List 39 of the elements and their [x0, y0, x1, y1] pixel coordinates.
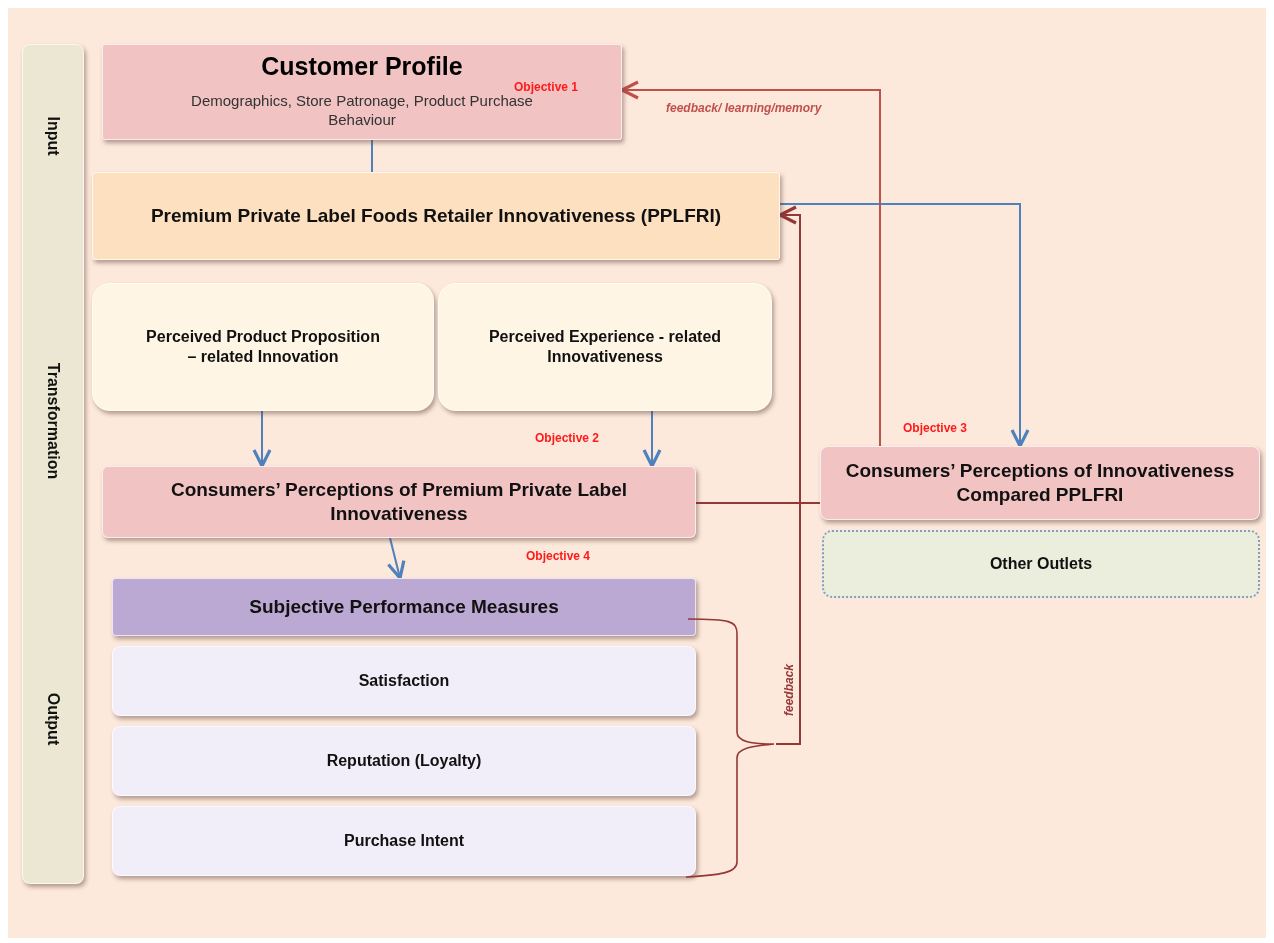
connector-arrow — [775, 205, 801, 745]
box-label: Subjective Performance Measures — [249, 595, 559, 619]
rounded-box — [92, 283, 434, 411]
stage-label: Output — [44, 692, 63, 746]
edge-label: feedback — [782, 662, 796, 718]
connector-arrow — [386, 537, 406, 580]
connector-arrow — [642, 410, 662, 468]
box-label: Perceived Experience - related Innovativeness — [487, 327, 723, 367]
box-label: Purchase Intent — [344, 831, 464, 851]
objective-label: Objective 3 — [903, 421, 968, 435]
process-box — [102, 466, 696, 538]
edge-label: feedback/ learning/memory — [664, 101, 824, 115]
process-box — [112, 806, 696, 876]
rounded-box — [438, 283, 772, 411]
stage-band — [22, 44, 84, 884]
connector-arrow — [620, 80, 881, 447]
box-label: Consumers’ Perceptions of Premium Private Label Innovativeness — [169, 478, 629, 526]
box-heading: Customer Profile — [261, 51, 463, 82]
stage-label: Input — [44, 116, 63, 156]
objective-label: Objective 1 — [514, 80, 579, 94]
box-label: Reputation (Loyalty) — [326, 751, 482, 771]
stage-label: Transformation — [44, 362, 63, 480]
connector-arrow — [779, 203, 1030, 448]
box-label: Perceived Product Proposition – related Innovation — [145, 327, 381, 367]
process-box — [112, 726, 696, 796]
curly-brace — [686, 618, 776, 878]
process-box — [112, 646, 696, 716]
box-label: Satisfaction — [358, 671, 450, 691]
dotted-box — [822, 530, 1260, 598]
process-box — [92, 172, 780, 260]
process-box — [112, 578, 696, 636]
box-label: Consumers’ Perceptions of Innovativeness Compared PPLFRI — [844, 459, 1236, 507]
objective-label: Objective 2 — [535, 431, 600, 445]
box-label: Premium Private Label Foods Retailer Innovativeness (PPLFRI) — [150, 204, 722, 228]
box-label: Other Outlets — [989, 554, 1093, 574]
connector-arrow — [252, 410, 272, 468]
profile-box — [102, 44, 622, 140]
process-box — [820, 446, 1260, 520]
objective-label: Objective 4 — [526, 549, 591, 563]
